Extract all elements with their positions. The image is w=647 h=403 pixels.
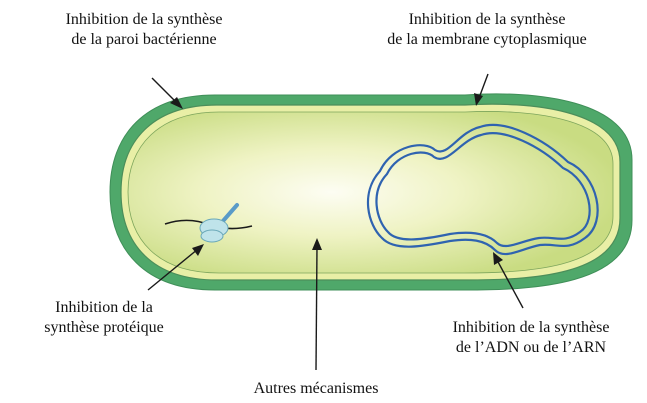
label-cell-membrane-line1: Inhibition de la synthèse (342, 10, 632, 30)
label-cell-wall-inhibition: Inhibition de la synthèse de la paroi ba… (14, 10, 274, 50)
label-cell-membrane-line2: de la membrane cytoplasmique (342, 30, 632, 50)
label-other-line1: Autres mécanismes (196, 379, 436, 399)
ribosome-small-subunit (201, 230, 223, 242)
label-cell-membrane-inhibition: Inhibition de la synthèse de la membrane… (342, 10, 632, 50)
label-nucleic-acid-inhibition: Inhibition de la synthèse de l’ADN ou de… (418, 318, 644, 358)
label-cell-wall-line2: de la paroi bactérienne (14, 30, 274, 50)
label-other-mechanisms: Autres mécanismes (196, 379, 436, 399)
label-nucleic-acid-line1: Inhibition de la synthèse (418, 318, 644, 338)
label-protein-inhibition: Inhibition de la synthèse protéique (4, 298, 204, 338)
arrow-other (316, 246, 317, 370)
label-protein-line2: synthèse protéique (4, 318, 204, 338)
label-protein-line1: Inhibition de la (4, 298, 204, 318)
label-cell-wall-line1: Inhibition de la synthèse (14, 10, 274, 30)
label-nucleic-acid-line2: de l’ADN ou de l’ARN (418, 338, 644, 358)
